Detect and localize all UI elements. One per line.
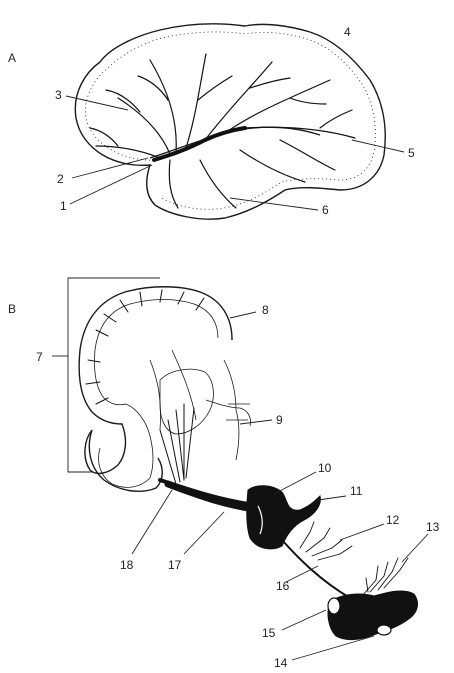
leader-11 (318, 496, 346, 500)
label-3: 3 (55, 88, 62, 102)
label-15: 15 (262, 626, 276, 640)
branch-tuft-12 (300, 522, 352, 560)
label-12: 12 (386, 513, 400, 527)
branch-tuft-13 (362, 558, 408, 596)
leader-17 (184, 512, 224, 554)
brain-lateral-view (66, 24, 404, 219)
panel-b-letter: B (8, 302, 16, 316)
label-6: 6 (322, 203, 329, 217)
vessel-lumen-14 (377, 625, 391, 635)
middle-cerebral-artery (154, 128, 245, 160)
cortical-branches (90, 54, 355, 208)
leader-6 (230, 198, 318, 210)
label-4: 4 (344, 25, 351, 39)
label-13: 13 (426, 520, 440, 534)
internal-capsule (150, 350, 196, 430)
label-17: 17 (168, 558, 182, 572)
leader-2 (72, 158, 148, 178)
deep-nuclei (160, 369, 213, 434)
label-1: 1 (60, 199, 67, 213)
gyral-vessels (86, 290, 204, 404)
label-7: 7 (36, 350, 43, 364)
bracket-7 (68, 278, 160, 472)
leader-18 (132, 490, 172, 554)
ventricle (224, 360, 250, 460)
leader-5 (352, 140, 404, 152)
leader-10 (274, 472, 316, 494)
label-9: 9 (276, 413, 283, 427)
leader-14 (292, 636, 374, 660)
label-11: 11 (350, 484, 363, 498)
label-8: 8 (262, 303, 269, 317)
inner-contour (94, 300, 218, 405)
label-10: 10 (318, 461, 332, 475)
panel-a-letter: A (8, 51, 16, 65)
leader-8 (230, 312, 256, 318)
label-5: 5 (408, 146, 415, 160)
label-14: 14 (274, 656, 288, 670)
leader-1 (70, 165, 152, 204)
brain-outline (75, 24, 385, 219)
cortex-stipple (86, 32, 376, 209)
perforating-branches (160, 404, 194, 484)
label-16: 16 (276, 579, 290, 593)
leader-12 (340, 524, 384, 540)
artery-segment-16 (282, 540, 350, 598)
vascular-pathway (160, 480, 417, 640)
coronal-section (79, 287, 250, 492)
leader-15 (282, 610, 326, 630)
hemisphere-outline (79, 287, 232, 474)
leader-13 (402, 534, 428, 562)
vessel-node-10 (247, 486, 321, 549)
vessel-node-14 (328, 591, 417, 640)
label-2: 2 (57, 172, 64, 186)
leader-9 (240, 420, 272, 424)
label-18: 18 (120, 558, 134, 572)
leader-16 (286, 566, 318, 582)
vessel-lumen-15 (328, 598, 340, 614)
